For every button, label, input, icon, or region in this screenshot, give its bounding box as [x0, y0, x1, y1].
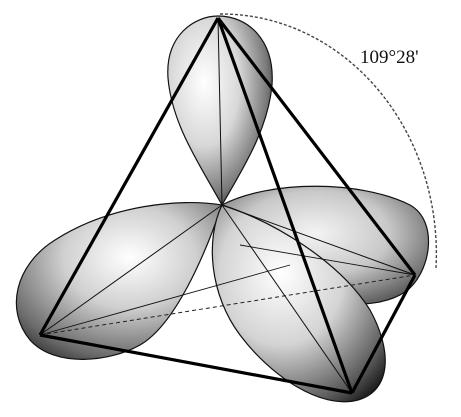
angle-label: 109°28' — [360, 47, 419, 68]
